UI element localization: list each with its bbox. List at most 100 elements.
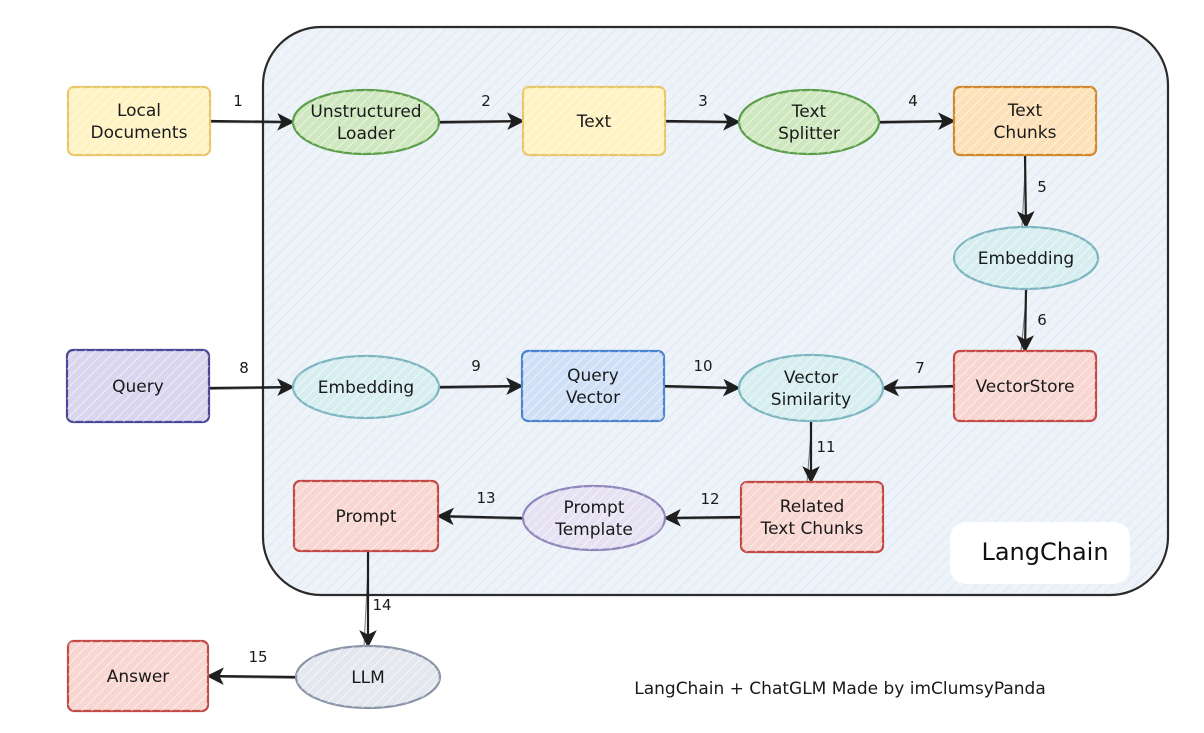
step-label-4: 4 — [908, 92, 918, 110]
node-label-prompt-template: Prompt — [564, 498, 625, 518]
node-hatch-answer — [68, 641, 208, 711]
node-hatch-query — [67, 350, 209, 422]
node-label-embedding-query: Embedding — [318, 378, 414, 398]
edge-sketch-stroke — [363, 552, 370, 648]
edge-sketch-stroke — [1020, 290, 1028, 353]
node-hatch-embedding-doc — [954, 227, 1098, 289]
node-hatch-related-text-chunks — [741, 482, 883, 552]
step-label-14: 14 — [372, 596, 391, 614]
edge-sketch-stroke — [433, 516, 524, 520]
node-query: Query — [65, 348, 211, 424]
edge-query-to-embedding-query — [207, 378, 295, 396]
edge-sketch-stroke — [664, 386, 736, 390]
edge-sketch-stroke — [209, 387, 290, 390]
edge-embedding-query-to-query-vector — [437, 377, 524, 395]
edge-sketch-stroke — [660, 517, 742, 520]
step-label-12: 12 — [700, 490, 719, 508]
node-answer: Answer — [66, 639, 210, 713]
node-hatch-local-documents — [68, 87, 210, 155]
node-hatch-prompt-template — [523, 486, 665, 550]
step-label-3: 3 — [698, 92, 708, 110]
node-hatch-text-chunks — [954, 87, 1096, 155]
node-text: Text — [521, 85, 667, 157]
edge-unstructured-loader-to-text — [437, 112, 525, 130]
edge-vectorstore-to-vector-similarity — [881, 378, 956, 397]
step-label-13: 13 — [476, 489, 495, 507]
node-label-unstructured-loader: Unstructured — [310, 102, 421, 122]
step-label-10: 10 — [693, 357, 712, 375]
node-hatch-prompt — [294, 481, 438, 551]
step-label-11: 11 — [816, 438, 835, 456]
node-hatch-vector-similarity — [739, 355, 883, 421]
step-label-15: 15 — [248, 648, 267, 666]
node-hatch-unstructured-loader — [293, 90, 439, 154]
edge-related-text-chunks-to-prompt-template — [663, 508, 743, 527]
step-label-1: 1 — [233, 92, 243, 110]
node-embedding-doc: Embedding — [952, 225, 1100, 291]
edge-sketch-stroke — [210, 121, 290, 124]
edge-local-documents-to-unstructured-loader — [208, 113, 295, 131]
step-label-2: 2 — [481, 92, 491, 110]
node-label-prompt-template: Template — [554, 520, 633, 540]
edge-sketch-stroke — [879, 121, 951, 124]
node-hatch-text-splitter — [739, 90, 879, 154]
node-vectorstore: VectorStore — [952, 349, 1098, 423]
node-label-text: Text — [576, 112, 612, 132]
edge-text-splitter-to-text-chunks — [877, 112, 956, 131]
step-label-6: 6 — [1037, 311, 1047, 329]
node-label-query-vector: Query — [567, 366, 619, 386]
node-hatch-llm — [296, 646, 440, 708]
edge-sketch-stroke — [439, 121, 520, 124]
step-label-9: 9 — [471, 357, 481, 375]
node-label-local-documents: Local — [117, 101, 161, 121]
edge-query-vector-to-vector-similarity — [662, 378, 741, 397]
edge-sketch-stroke — [878, 386, 955, 390]
node-label-prompt: Prompt — [336, 507, 397, 527]
node-label-vector-similarity: Similarity — [771, 390, 851, 410]
node-hatch-query-vector — [522, 351, 664, 421]
edge-text-to-text-splitter — [663, 112, 741, 131]
edge-sketch-stroke — [439, 386, 519, 389]
node-label-text-splitter: Splitter — [778, 124, 840, 144]
node-llm: LLM — [294, 644, 442, 710]
node-label-vector-similarity: Vector — [784, 368, 838, 388]
node-label-text-chunks: Text — [1007, 101, 1043, 121]
node-hatch-embedding-query — [293, 356, 439, 418]
node-label-unstructured-loader: Loader — [337, 124, 395, 144]
container-label: LangChain — [981, 538, 1108, 566]
langchain-label-tab — [950, 522, 1130, 584]
node-hatch-vectorstore — [954, 351, 1096, 421]
node-label-query-vector: Vector — [566, 388, 620, 408]
node-label-text-splitter: Text — [791, 102, 827, 122]
node-label-local-documents: Documents — [91, 123, 188, 143]
credit-text: LangChain + ChatGLM Made by imClumsyPand… — [634, 679, 1046, 699]
node-label-vectorstore: VectorStore — [975, 377, 1074, 397]
edge-sketch-stroke — [806, 422, 813, 484]
edge-sketch-stroke — [1021, 156, 1027, 229]
node-label-related-text-chunks: Text Chunks — [760, 519, 864, 539]
node-label-query: Query — [112, 377, 164, 397]
edge-sketch-stroke — [665, 121, 736, 124]
node-embedding-query: Embedding — [291, 354, 441, 420]
step-label-8: 8 — [239, 359, 249, 377]
node-label-text-chunks: Chunks — [994, 123, 1057, 143]
node-hatch-text — [523, 87, 665, 155]
node-label-embedding-doc: Embedding — [978, 249, 1074, 269]
node-label-llm: LLM — [351, 668, 385, 688]
node-label-answer: Answer — [107, 667, 170, 687]
step-label-7: 7 — [915, 359, 925, 377]
node-label-related-text-chunks: Related — [780, 497, 845, 517]
edge-prompt-template-to-prompt — [436, 507, 525, 526]
step-label-5: 5 — [1037, 178, 1047, 196]
edge-llm-to-answer — [206, 667, 298, 685]
